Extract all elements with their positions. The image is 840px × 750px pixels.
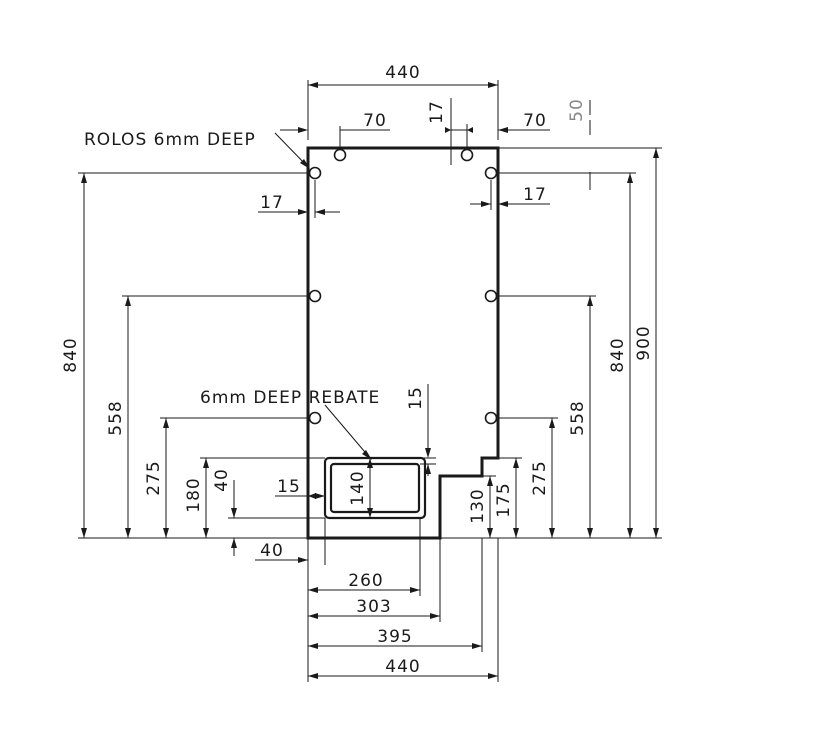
top-dimensions (280, 80, 591, 190)
dim-right-height-total: 900 (634, 325, 654, 360)
dim-right-step-130: 130 (468, 488, 488, 523)
dim-top-hole-gap: 17 (427, 100, 447, 124)
dim-rebate-inset: 15 (277, 477, 301, 497)
dim-right-hole-840: 840 (608, 337, 628, 372)
dim-bottom-260: 260 (348, 571, 383, 591)
dim-left-hole-558: 558 (106, 400, 126, 435)
hole-left-3 (308, 411, 322, 425)
dim-bottom-395: 395 (377, 627, 412, 647)
dim-right-hole-558: 558 (568, 400, 588, 435)
dim-rebate-inner-height: 140 (348, 470, 368, 505)
holes (308, 148, 498, 425)
rebate-dimensions (275, 384, 436, 518)
panel-outline (306, 146, 500, 540)
dim-right-hole-275: 275 (530, 460, 550, 495)
dim-left-hole-275: 275 (144, 460, 164, 495)
bottom-dimensions (255, 518, 499, 682)
hole-top-left (333, 148, 347, 162)
right-dimensions (440, 147, 662, 539)
dim-top-left-offset: 70 (363, 111, 387, 131)
hole-right-3 (484, 411, 498, 425)
dim-top-right-small: 50 (567, 98, 587, 122)
hole-left-2 (308, 289, 322, 303)
dim-bottom-left-40: 40 (260, 541, 284, 561)
dim-bottom-303: 303 (356, 597, 391, 617)
dim-bottom-440: 440 (385, 657, 420, 677)
rebate-note: 6mm DEEP REBATE (200, 388, 380, 408)
hole-left-1 (308, 166, 322, 180)
dim-rebate-top-gap: 15 (406, 386, 426, 410)
dim-left-height-total: 840 (61, 337, 81, 372)
rebate-inner (329, 462, 421, 514)
dim-left-rebate-40: 40 (212, 468, 232, 492)
dim-right-side-offset: 17 (523, 185, 547, 205)
dim-top-right-offset: 70 (523, 111, 547, 131)
dim-top-width: 440 (385, 63, 420, 83)
dim-right-step-175: 175 (494, 482, 514, 517)
rebate-outer (323, 456, 427, 520)
rebate-note-leader (324, 404, 371, 459)
hole-right-1 (484, 166, 498, 180)
hole-right-2 (484, 289, 498, 303)
hole-top-right (460, 148, 474, 162)
dim-left-rebate-180: 180 (184, 477, 204, 512)
holes-note: ROLOS 6mm DEEP (84, 130, 256, 150)
dim-left-side-offset: 17 (260, 193, 284, 213)
side-offset-dims (258, 180, 550, 218)
left-dimensions (78, 172, 325, 556)
